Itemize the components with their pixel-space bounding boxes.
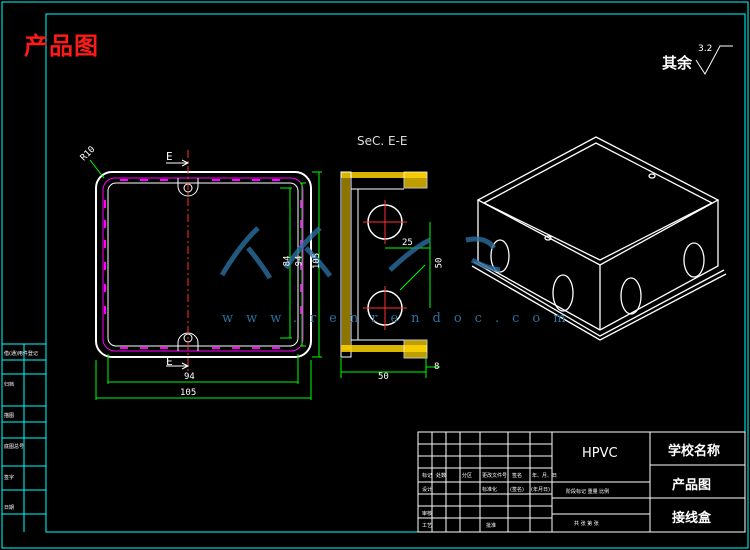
roughness-value: 3.2 bbox=[698, 44, 713, 54]
tb-approve: 批准 bbox=[486, 523, 497, 529]
section-label: SeC. E-E bbox=[357, 134, 408, 148]
dim-width-inner: 94 bbox=[184, 372, 195, 382]
drawing-type: 产品图 bbox=[672, 478, 712, 493]
side-label-1: 借(通)用件登记 bbox=[4, 351, 38, 357]
tb-zone: 分区 bbox=[462, 473, 473, 479]
rib-marks bbox=[104, 179, 302, 349]
side-label-5: 签字 bbox=[4, 475, 15, 481]
tb-change-doc: 更改文件号 bbox=[482, 473, 508, 479]
dim-8: 8 bbox=[434, 362, 440, 372]
side-label-6: 日期 bbox=[4, 505, 15, 511]
dim-50-vertical: 50 bbox=[434, 257, 445, 269]
side-label-4: 底图总号 bbox=[4, 444, 25, 450]
tb-process: 工艺 bbox=[422, 523, 433, 529]
tb-date: 年、月、日 bbox=[532, 473, 558, 479]
tb-count: 处数 bbox=[436, 473, 447, 479]
material-label: HPVC bbox=[582, 446, 618, 461]
dim-50-horizontal: 50 bbox=[378, 372, 389, 382]
side-label-3: 描图 bbox=[4, 413, 15, 419]
dim-height-94: 94 bbox=[294, 255, 305, 267]
watermark-text: www.renrendoc.com bbox=[222, 311, 579, 326]
finish-label: 其余 bbox=[662, 54, 693, 72]
section-view bbox=[340, 171, 440, 378]
tb-review: 审核 bbox=[422, 511, 433, 517]
front-view bbox=[89, 150, 322, 400]
roughness-symbol-icon bbox=[695, 45, 733, 75]
cut-mark-top: E bbox=[166, 150, 173, 163]
tb-mark: 标记 bbox=[422, 473, 433, 479]
tb-sheet: 共 张 第 张 bbox=[574, 521, 599, 527]
tb-standard: 标准化 bbox=[482, 487, 498, 493]
dim-height-84: 84 bbox=[282, 255, 293, 267]
school-name: 学校名称 bbox=[668, 444, 721, 459]
isometric-view bbox=[471, 136, 727, 341]
part-name: 接线盒 bbox=[672, 511, 712, 526]
tb-signature: (签名) bbox=[510, 487, 524, 493]
tb-stage: 阶段标记 重量 比例 bbox=[566, 489, 610, 495]
dim-height-105: 105 bbox=[312, 252, 323, 270]
cut-mark-bottom: E bbox=[166, 355, 173, 368]
tb-design: 设计 bbox=[422, 487, 433, 493]
dim-25: 25 bbox=[402, 238, 413, 248]
side-label-2: 归档 bbox=[4, 382, 15, 388]
tb-ymd: (年月日) bbox=[531, 487, 550, 493]
title-block bbox=[417, 431, 746, 533]
watermark-logo-icon bbox=[219, 226, 501, 280]
page-title: 产品图 bbox=[24, 32, 99, 60]
tb-sign: 签名 bbox=[512, 473, 523, 479]
dim-width-outer: 105 bbox=[180, 388, 197, 398]
